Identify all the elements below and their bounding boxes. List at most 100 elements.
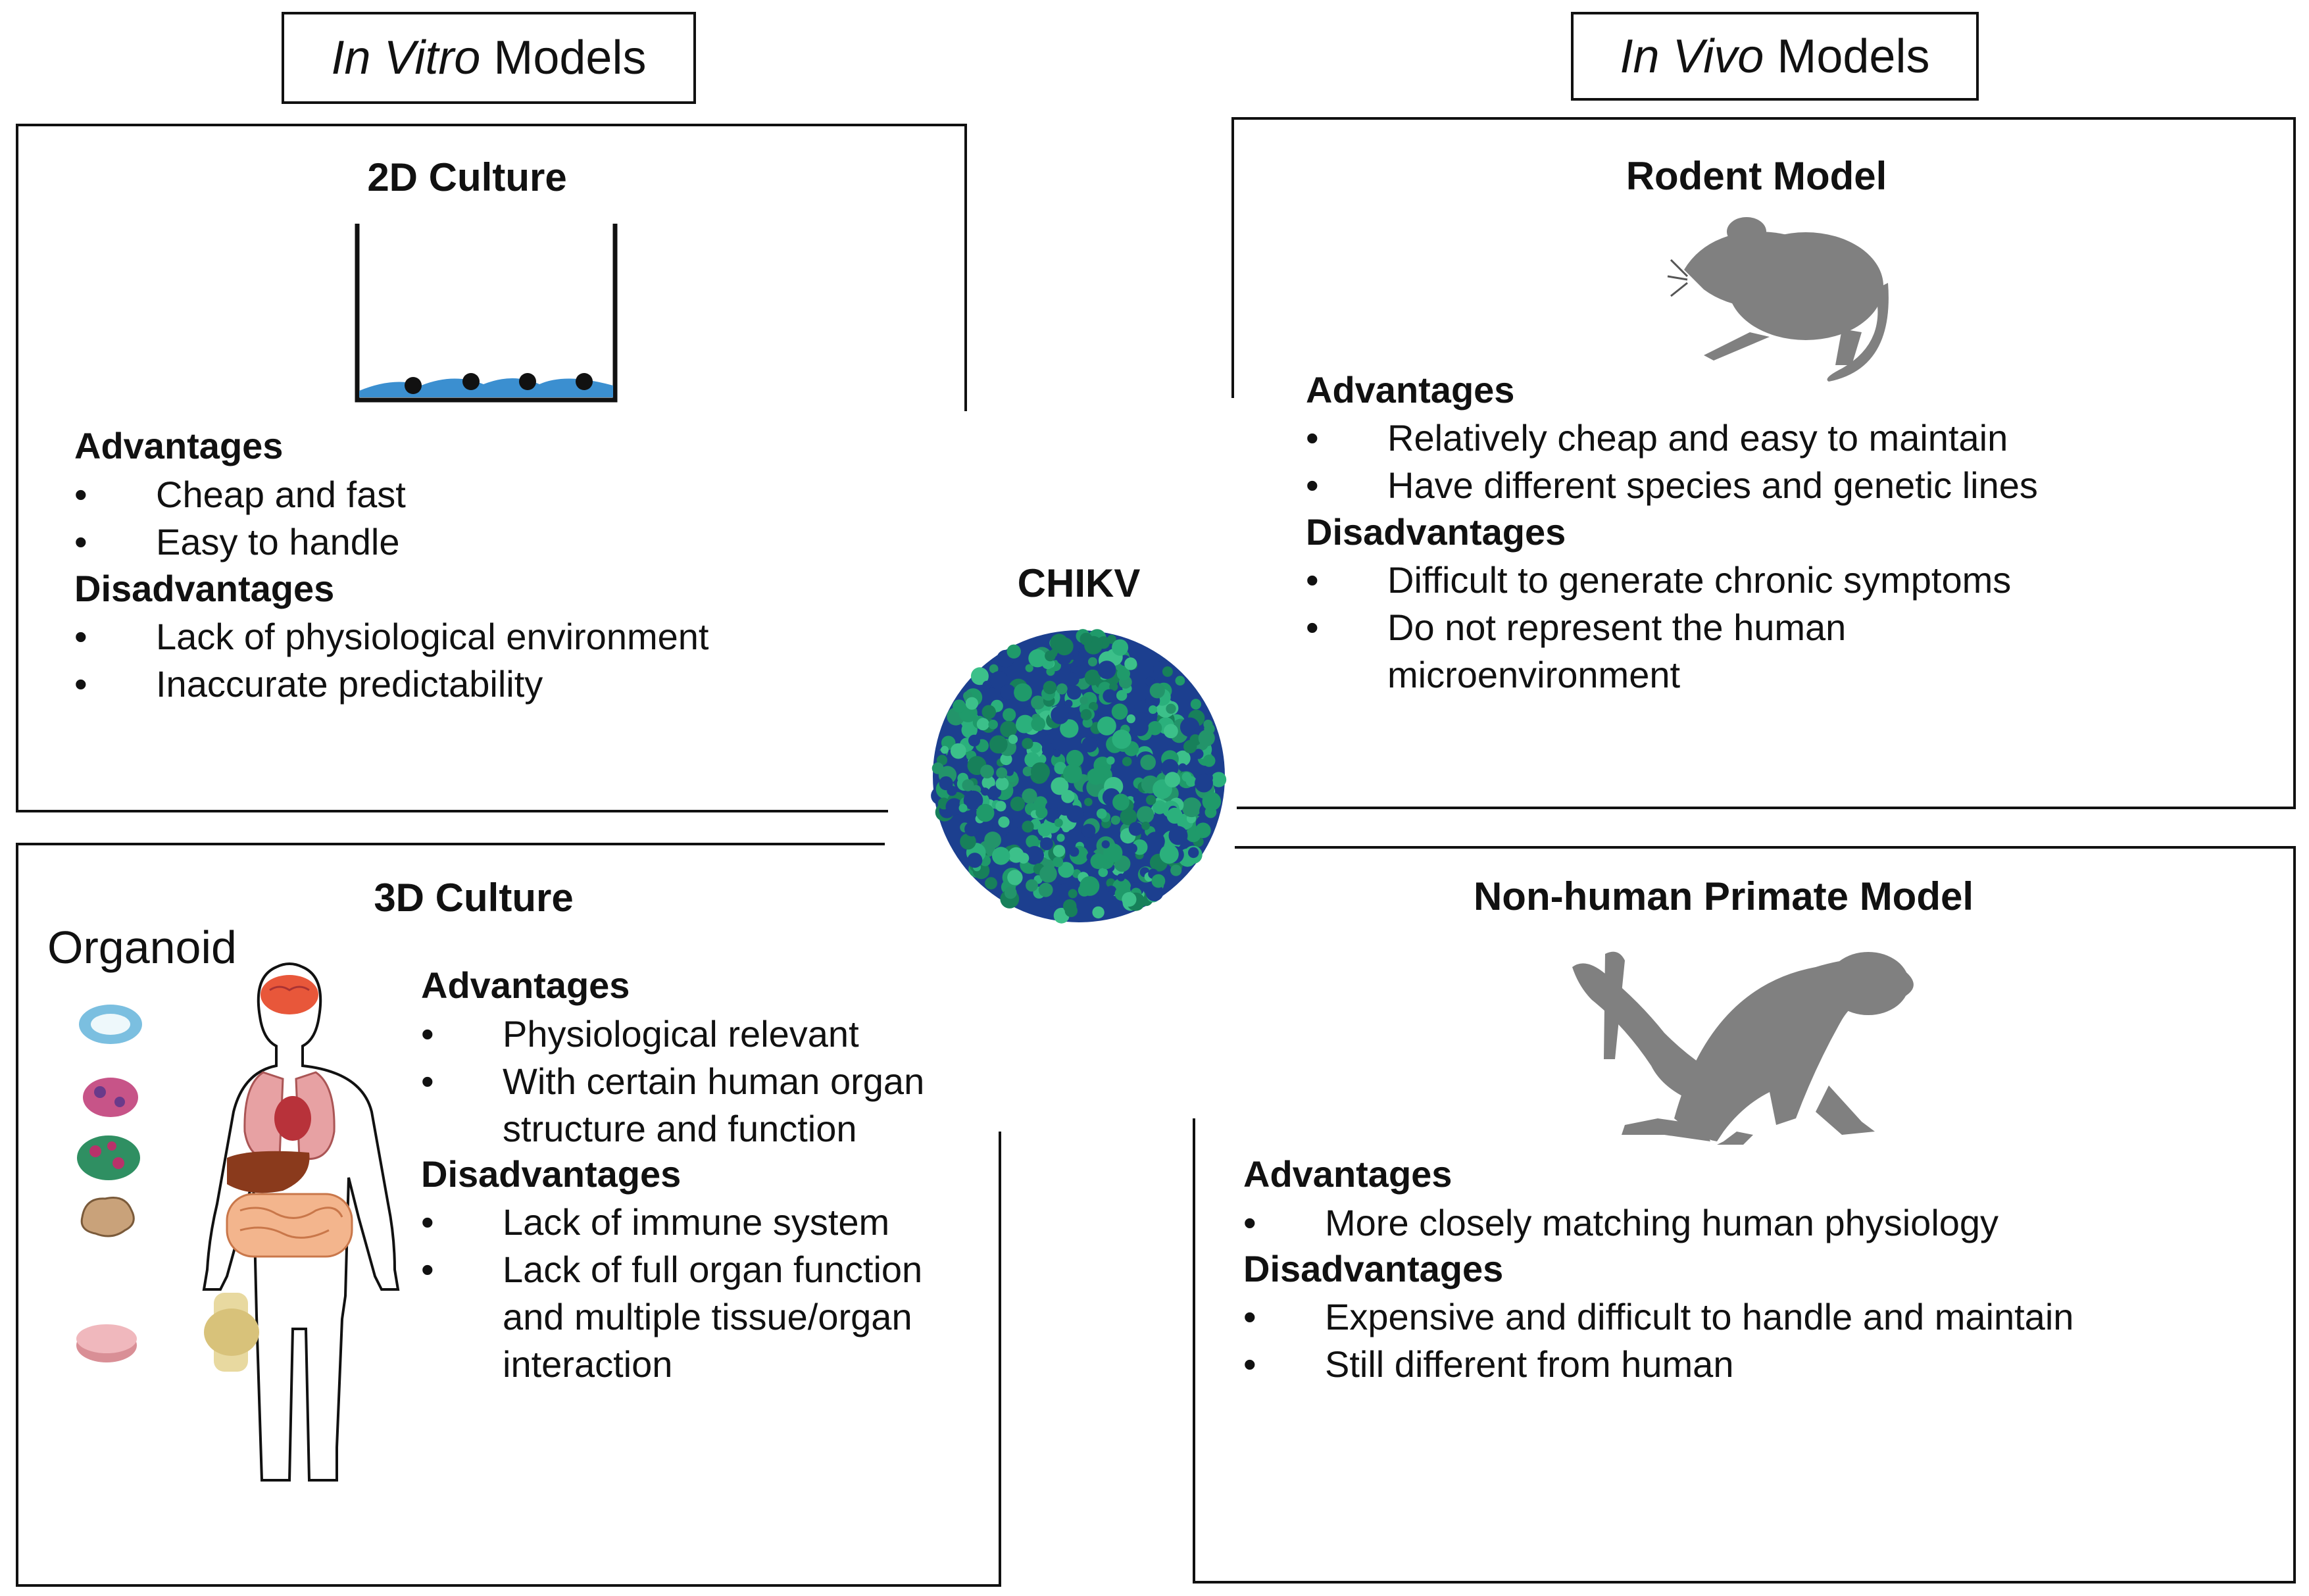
virus-particle bbox=[1018, 853, 1030, 864]
virus-particle bbox=[1035, 806, 1048, 819]
virus-particle bbox=[1088, 657, 1097, 666]
virus-particle bbox=[1149, 683, 1165, 699]
virus-particle bbox=[968, 734, 980, 747]
virus-particle bbox=[1103, 689, 1116, 703]
virus-particle bbox=[981, 705, 996, 720]
virus-particle bbox=[989, 735, 1008, 754]
virus-particle bbox=[995, 801, 1006, 812]
virus-particle bbox=[963, 790, 983, 810]
virus-particle bbox=[931, 762, 944, 774]
virus-particle bbox=[960, 833, 976, 850]
virus-particle bbox=[1043, 734, 1054, 745]
rodent-title: Rodent Model bbox=[1626, 154, 1887, 198]
virus-particle bbox=[988, 720, 998, 730]
list-item: Lack of immune system bbox=[421, 1199, 974, 1246]
virus-particle bbox=[953, 699, 966, 713]
virus-particle bbox=[1164, 724, 1178, 739]
rodent-advantages-list: Relatively cheap and easy to maintain Ha… bbox=[1306, 414, 2260, 509]
virus-particle bbox=[1098, 891, 1113, 905]
virus-particle bbox=[1203, 755, 1216, 767]
virus-particle bbox=[1174, 750, 1191, 766]
virus-particle bbox=[1116, 667, 1130, 681]
virus-particle bbox=[1025, 846, 1045, 865]
virus-particle bbox=[1031, 695, 1045, 710]
culture-3d-disadvantages-list: Lack of immune system Lack of full organ… bbox=[421, 1199, 974, 1388]
virus-particle bbox=[1084, 669, 1101, 686]
list-item: Easy to handle bbox=[74, 518, 930, 566]
virus-particle bbox=[1037, 823, 1052, 837]
virus-particle bbox=[1061, 789, 1075, 803]
chikv-label: CHIKV bbox=[1017, 561, 1141, 605]
virus-particle bbox=[980, 764, 994, 779]
virus-particle bbox=[1195, 774, 1213, 793]
organoid-label: Organoid bbox=[47, 922, 237, 973]
virus-particle bbox=[1149, 705, 1158, 714]
culture-3d-advantages-list: Physiological relevant With certain huma… bbox=[421, 1010, 974, 1153]
virus-particle bbox=[1195, 822, 1211, 838]
virus-particle bbox=[1151, 874, 1166, 888]
virus-particle bbox=[1062, 824, 1070, 833]
culture-2d-disadvantages-list: Lack of physiological environment Inaccu… bbox=[74, 613, 930, 708]
list-item: Relatively cheap and easy to maintain bbox=[1306, 414, 2260, 462]
virus-particle bbox=[1188, 847, 1199, 859]
virus-particle bbox=[1202, 791, 1222, 811]
liver-icon bbox=[227, 1151, 310, 1193]
virus-particle bbox=[1026, 835, 1039, 848]
in-vitro-header-rest: Models bbox=[480, 32, 647, 84]
virus-particle bbox=[1137, 806, 1154, 824]
culture-3d-advantages-heading: Advantages bbox=[421, 964, 630, 1006]
culture-well-icon bbox=[355, 224, 618, 403]
in-vivo-header-italic: In Vivo bbox=[1620, 30, 1764, 83]
virus-particle bbox=[958, 803, 968, 812]
list-item: Physiological relevant bbox=[421, 1010, 974, 1058]
virus-particle bbox=[976, 718, 989, 731]
virus-particle bbox=[1133, 793, 1143, 804]
virus-particle bbox=[1106, 756, 1115, 765]
chikv-virus-icon bbox=[931, 629, 1227, 924]
frame-2d-culture bbox=[16, 124, 967, 812]
virus-particle bbox=[1014, 683, 1032, 702]
culture-3d-title: 3D Culture bbox=[374, 876, 574, 920]
primate-title: Non-human Primate Model bbox=[1473, 874, 1974, 918]
virus-particle bbox=[1116, 689, 1128, 701]
virus-particle bbox=[1204, 723, 1215, 735]
virus-particle bbox=[985, 877, 997, 889]
virus-particle bbox=[1045, 809, 1058, 822]
virus-particle bbox=[1131, 719, 1149, 737]
list-item: Lack of full organ function and multiple… bbox=[421, 1246, 974, 1388]
virus-particle bbox=[1178, 763, 1187, 772]
virus-particle bbox=[1183, 739, 1197, 754]
virus-particle bbox=[1166, 807, 1183, 824]
virus-particle bbox=[950, 743, 966, 759]
virus-particle bbox=[941, 745, 949, 754]
virus-particle bbox=[1126, 714, 1135, 724]
rat-whiskers-icon bbox=[1667, 259, 1689, 297]
virus-particle bbox=[976, 803, 995, 822]
culture-2d-advantages-heading: Advantages bbox=[74, 425, 284, 466]
virus-particle bbox=[1056, 834, 1065, 842]
virus-particle bbox=[1181, 797, 1202, 818]
virus-particle bbox=[1190, 699, 1201, 710]
virus-particle bbox=[1080, 709, 1092, 720]
virus-particle bbox=[1109, 682, 1118, 691]
virus-particle bbox=[982, 680, 992, 690]
lungs-icon bbox=[243, 1071, 335, 1160]
culture-2d-disadvantages-heading: Disadvantages bbox=[74, 568, 335, 609]
list-item: Inaccurate predictability bbox=[74, 661, 930, 708]
virus-particle bbox=[1041, 743, 1054, 755]
virus-particle bbox=[1066, 685, 1081, 700]
virus-particle bbox=[1127, 843, 1137, 854]
virus-particle bbox=[981, 787, 989, 796]
virus-particle bbox=[1081, 736, 1098, 753]
virus-particle bbox=[1026, 879, 1038, 892]
virus-particle bbox=[1054, 818, 1063, 828]
list-item: Have different species and genetic lines bbox=[1306, 462, 2260, 509]
primate-advantages-heading: Advantages bbox=[1243, 1153, 1452, 1195]
virus-particle bbox=[1159, 844, 1179, 864]
intestine-icon bbox=[226, 1193, 353, 1258]
virus-particle bbox=[1087, 768, 1105, 786]
virus-particle bbox=[996, 767, 1008, 779]
virus-particle bbox=[1022, 737, 1033, 749]
virus-particle bbox=[1185, 776, 1197, 787]
virus-particle bbox=[1000, 684, 1016, 700]
